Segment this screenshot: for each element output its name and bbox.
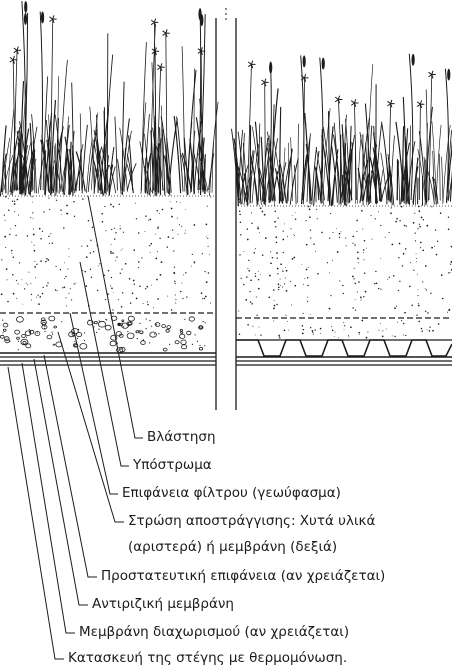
label-substrate: Υπόστρωμα <box>133 457 212 473</box>
drainage-membrane-right <box>236 339 452 357</box>
vegetation-right <box>231 53 452 207</box>
membrane-layers <box>0 352 452 366</box>
label-vegetation: Βλάστηση <box>147 429 216 445</box>
label-roof: Κατασκευή της στέγης με θερμομόνωση. <box>68 650 348 666</box>
label-drainage: Στρώση αποστράγγισης: Χυτά υλικά <box>128 513 376 529</box>
label-drainage-cont: (αριστερά) ή μεμβράνη (δεξιά) <box>128 539 338 555</box>
label-protection: Προστατευτική επιφάνεια (αν χρειάζεται) <box>101 568 386 584</box>
leader-lines <box>7 195 143 660</box>
drainage-gravel-layer <box>0 315 206 353</box>
filter-fabric-line <box>0 312 452 319</box>
vegetation-left <box>0 0 219 197</box>
label-separation: Μεμβράνη διαχωρισμού (αν χρειάζεται) <box>79 624 350 640</box>
section-divider <box>215 8 237 410</box>
label-root-barrier: Αντιριζική μεμβράνη <box>92 596 234 612</box>
label-filter: Επιφάνεια φίλτρου (γεωύφασμα) <box>122 485 341 501</box>
substrate-layer <box>0 195 452 339</box>
